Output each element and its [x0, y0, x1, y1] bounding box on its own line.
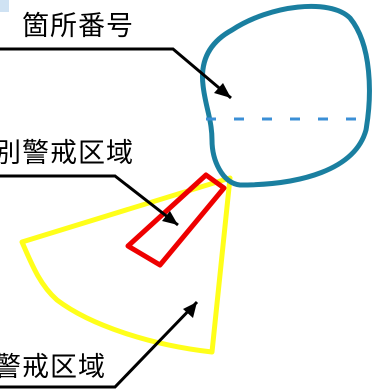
special-zone-arrowhead [162, 211, 178, 225]
location-outline-shape [199, 3, 372, 188]
warning-zone-leader [0, 300, 199, 389]
special-zone-leader [0, 174, 179, 227]
warning-zone-shape [19, 175, 233, 355]
location-number-leader [0, 47, 232, 100]
warning-zone-label: 警戒区域 [0, 352, 106, 383]
special-warning-zone-shape [125, 172, 227, 268]
location-number-label: 箇所番号 [22, 11, 134, 42]
location-number-arrowhead [214, 83, 231, 98]
corner-tab-mark [0, 0, 9, 12]
special-warning-zone-label: 別警戒区域 [0, 138, 134, 169]
warning-zone-arrowhead [183, 302, 197, 318]
